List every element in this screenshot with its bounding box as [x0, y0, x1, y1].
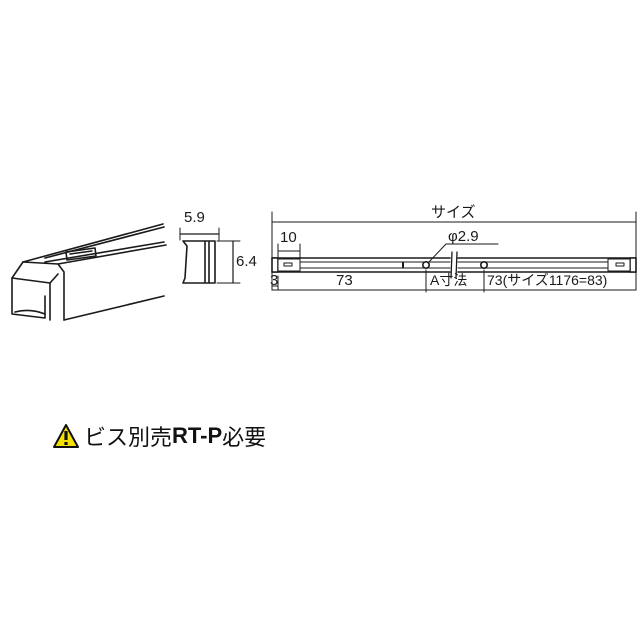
profile-height-label: 6.4 [236, 253, 257, 270]
rail-perspective-illustration [11, 223, 167, 321]
screw-note: ビス別売 RT-P 必要 [52, 420, 266, 452]
note-suffix: 必要 [222, 425, 267, 450]
profile-width-label: 5.9 [184, 209, 205, 226]
note-prefix: ビス別売 [84, 425, 173, 450]
first-hole-distance-label: 73 [336, 272, 353, 289]
hole-diameter-label: φ2.9 [448, 228, 479, 245]
last-hole-distance-label: 73(サイズ1176=83) [487, 272, 608, 288]
warning-icon [53, 424, 79, 448]
overall-size-label: サイズ [431, 204, 476, 221]
profile-cross-section [179, 227, 241, 284]
end-offset-label: 3 [270, 272, 279, 289]
rail-top-view [271, 211, 637, 293]
pitch-a-dimension-label: A寸法 [430, 272, 468, 288]
slot-width-label: 10 [280, 229, 297, 246]
note-product-code: RT-P [172, 423, 223, 448]
